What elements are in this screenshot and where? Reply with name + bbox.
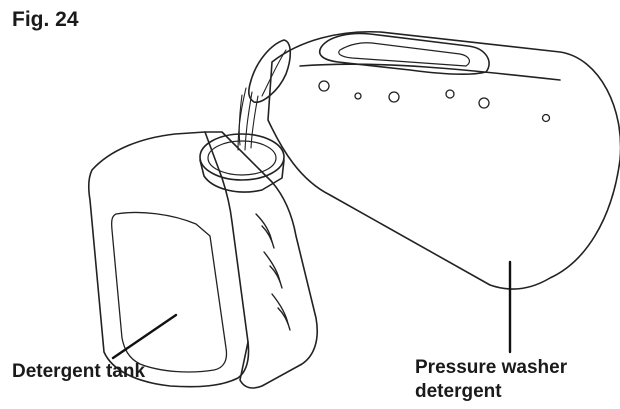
pouring-stream [237,87,259,151]
tank-callout-line [111,313,178,360]
tank-filler-neck [199,133,285,193]
detergent-bottle-handle [318,32,490,75]
detergent-tank [87,131,318,389]
label-pressure-washer-detergent: Pressure washer detergent [415,356,567,404]
detergent-bottle-shoulder [299,63,561,81]
label-detergent-tank: Detergent tank [12,361,146,382]
detergent-tank-front [87,131,250,388]
label-detergent-line-1: Pressure washer [415,357,568,378]
detergent-bottle-spout [248,39,292,103]
tank-side-ribs [255,213,291,331]
label-detergent-line-2: detergent [415,381,502,402]
detergent-tank-panel [110,211,228,373]
detergent-tank-side [204,131,318,389]
figure-title: Fig. 24 [12,8,79,31]
bottle-dots [318,80,551,123]
detergent-bottle [237,30,620,290]
detergent-bottle-body [267,30,620,290]
